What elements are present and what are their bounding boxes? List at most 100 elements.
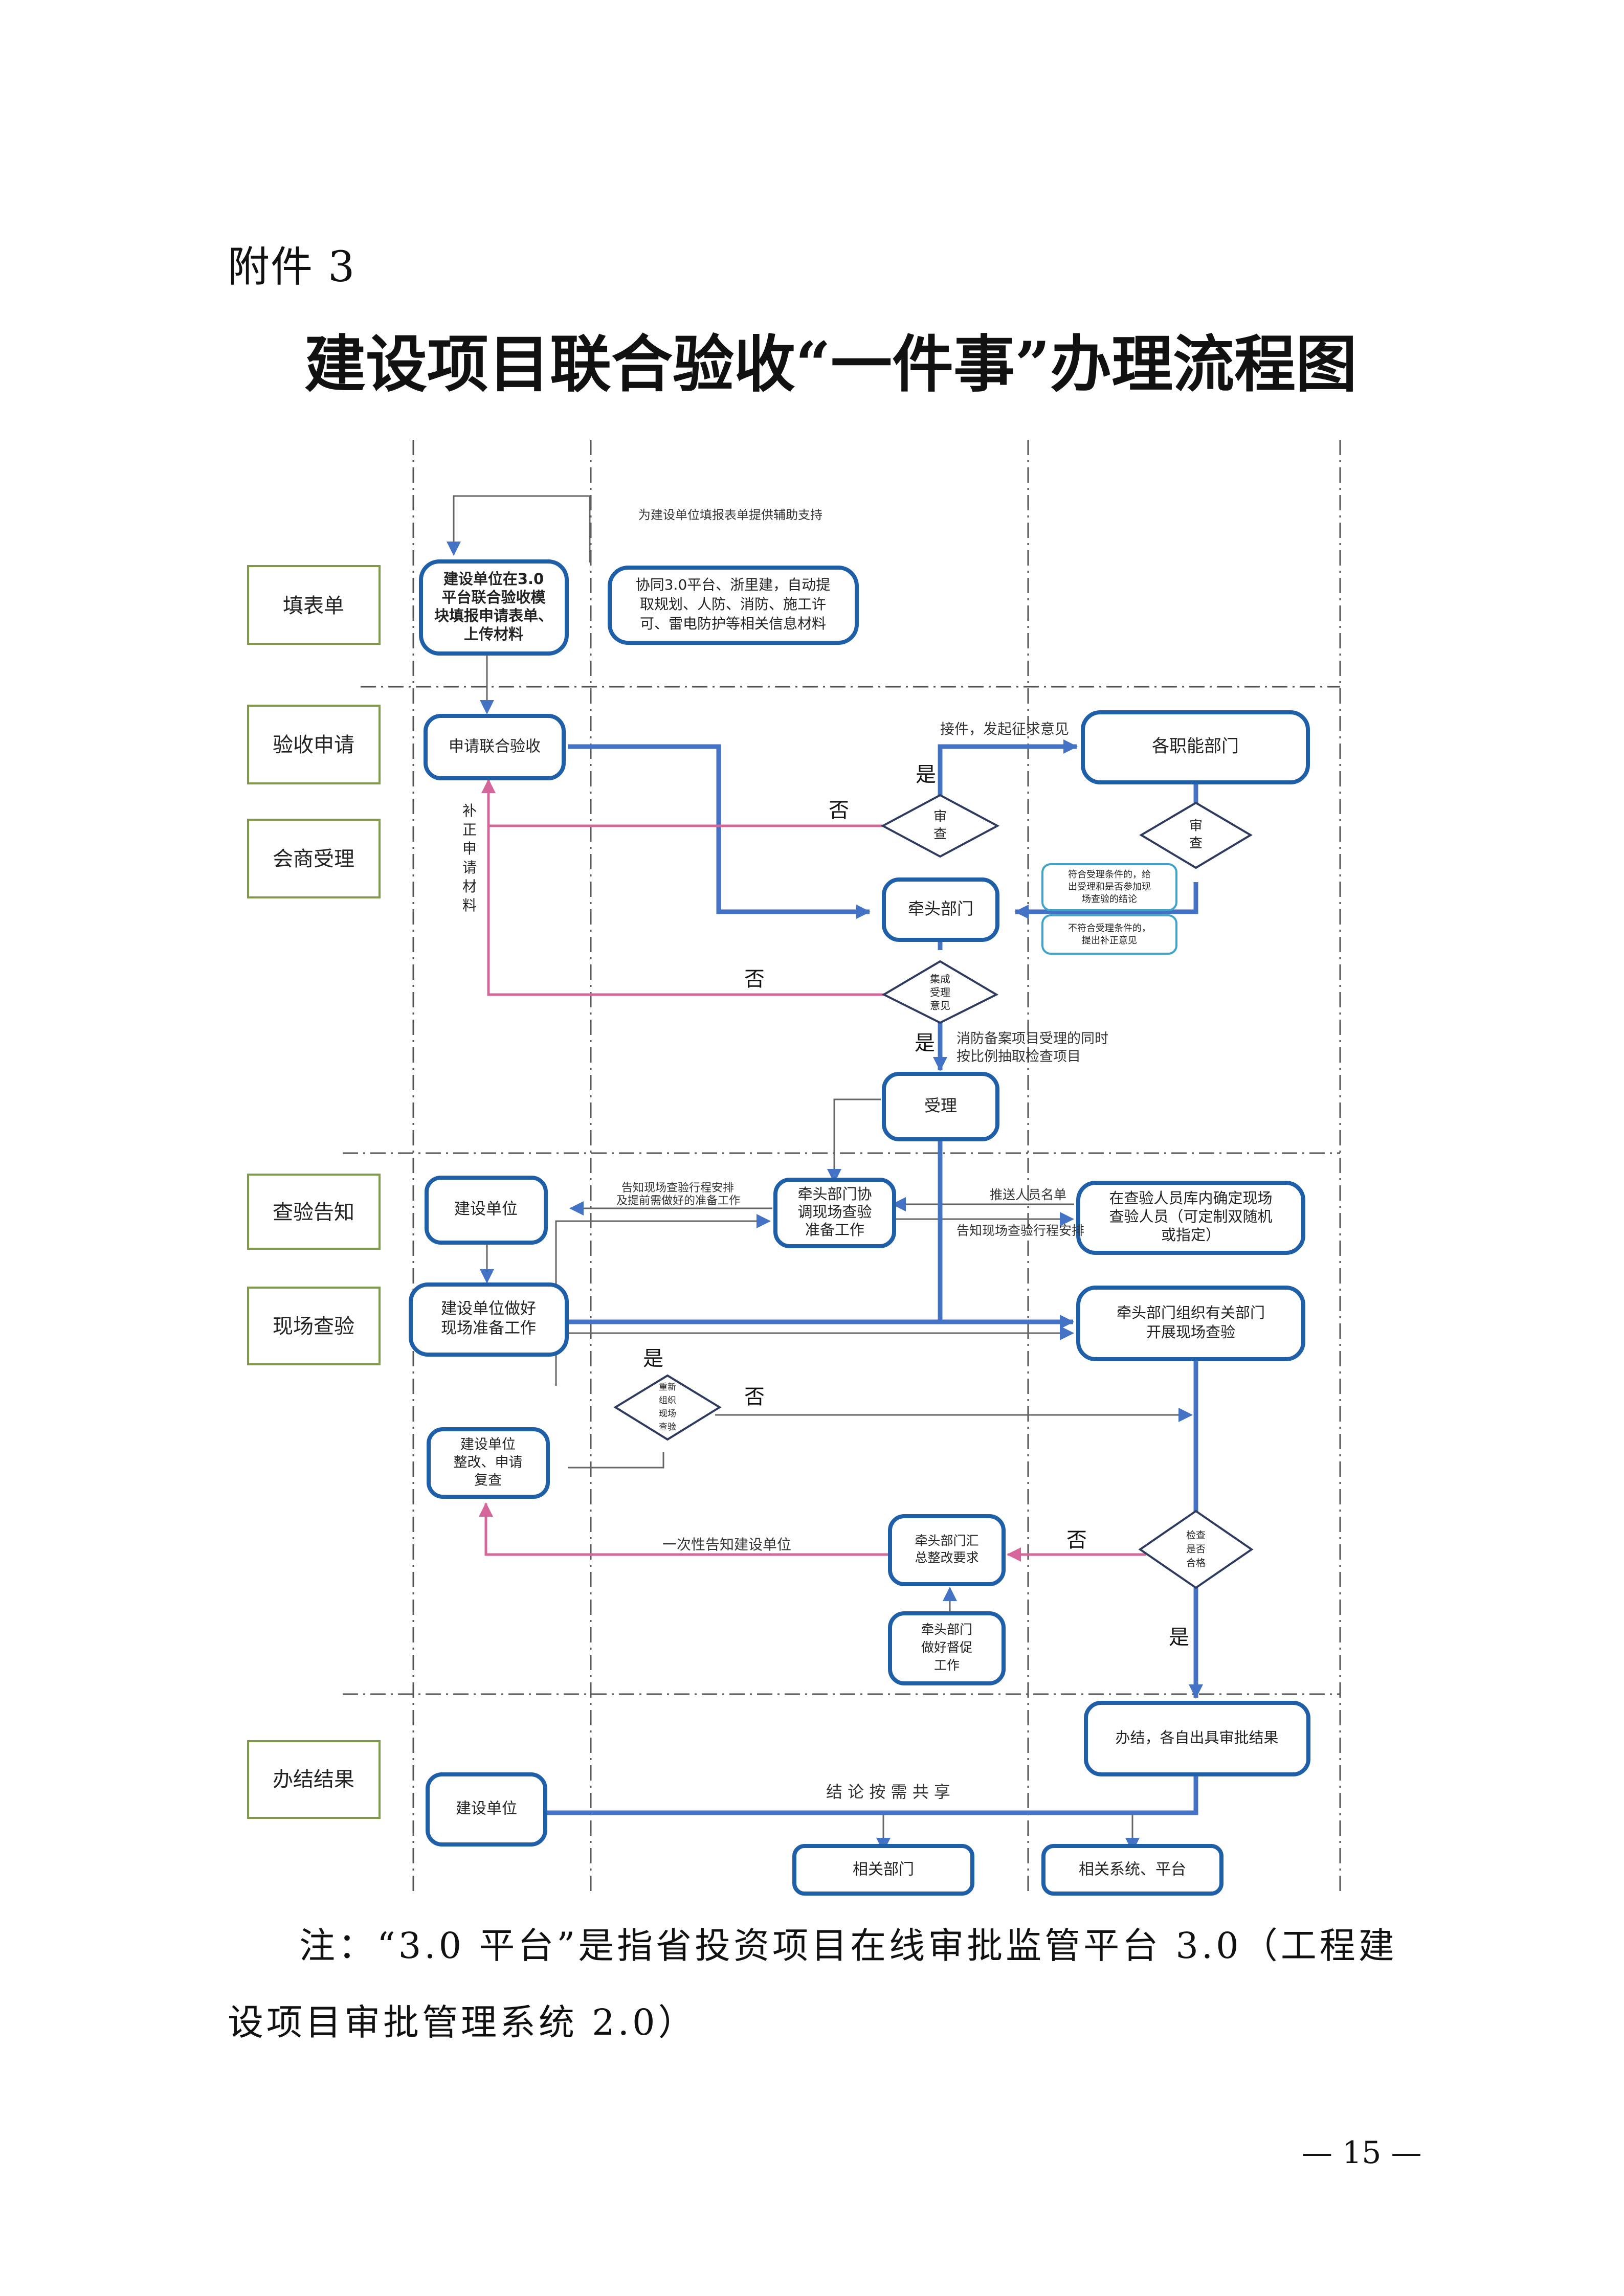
supplement-char: 正 (462, 821, 477, 838)
node-label-select-staff: 在查验人员库内确定现场 (1109, 1189, 1272, 1207)
node-label-check-pass: 检查 (1186, 1530, 1206, 1541)
node-label-check-pass: 合格 (1186, 1558, 1206, 1569)
node-label-apply: 申请联合验收 (449, 738, 541, 756)
process-boxes (409, 559, 1310, 1896)
node-site-inspect (1076, 1286, 1305, 1361)
node-label-reorganize: 现场 (659, 1409, 676, 1419)
supplement-char: 请 (462, 859, 477, 876)
node-label-related-dept: 相关部门 (853, 1861, 914, 1879)
node-label-supervise: 做好督促 (921, 1640, 972, 1655)
node-label-note-ok: 出受理和是否参加现 (1068, 882, 1151, 892)
share-edge (480, 1772, 1198, 1820)
node-label-review2: 审 (1189, 819, 1203, 834)
lane-label: 填表单 (283, 594, 344, 618)
notify-prep-label: 及提前需做好的准备工作 (616, 1195, 740, 1207)
share-label: 结 论 按 需 共 享 (826, 1782, 950, 1802)
node-label-integrate: 受理 (930, 986, 950, 999)
node-label-review1: 审 (933, 809, 947, 825)
check-yes-label: 是 (1169, 1626, 1189, 1649)
node-label-fill-form: 上传材料 (464, 625, 523, 643)
node-label-supervise: 工作 (934, 1658, 960, 1673)
node-label-coord-prep: 牵头部门协 (797, 1185, 872, 1203)
node-select-staff (1076, 1181, 1305, 1255)
node-label-rectify: 整改、申请 (454, 1455, 523, 1471)
apply-to-lead-edge (568, 744, 871, 919)
main-flow (480, 739, 1203, 1820)
supplement-char: 申 (462, 840, 477, 857)
lane-apply: 验收申请 (247, 705, 381, 784)
note-boxes (1041, 863, 1177, 955)
one-time-notice-label: 一次性告知建设单位 (662, 1536, 791, 1553)
node-label-review2: 查 (1189, 836, 1203, 851)
reorganize-no-label: 否 (744, 1385, 765, 1409)
decision-diamonds (613, 794, 1254, 1589)
node-label-site-inspect: 牵头部门组织有关部门 (1117, 1304, 1265, 1321)
node-label-review1: 查 (933, 827, 947, 842)
fire-sampling-label: 按比例抽取检查项目 (956, 1049, 1081, 1065)
node-builder-final (426, 1772, 547, 1847)
node-label-auto-extract: 可、雷电防护等相关信息材料 (640, 615, 826, 632)
node-label-summarize: 牵头部门汇 (915, 1534, 978, 1548)
node-label-reorganize: 查验 (659, 1422, 676, 1432)
lane-label: 会商受理 (273, 847, 354, 871)
node-label-fill-form: 建设单位在3.0 (443, 570, 544, 588)
decision-integrate (881, 960, 999, 1024)
accept-to-coord-edge (827, 1098, 881, 1183)
assist-edge (447, 495, 591, 562)
review1-no-edge (481, 779, 885, 827)
node-lead-dept (882, 877, 999, 942)
node-builder-notice (425, 1176, 548, 1245)
node-departments (1081, 710, 1310, 784)
lane-dividers (343, 440, 1341, 1892)
node-label-check-pass: 是否 (1186, 1544, 1206, 1555)
node-label-select-staff: 查验人员（可定制双随机 (1109, 1208, 1272, 1225)
node-label-reorganize: 重新 (659, 1382, 676, 1392)
supplement-char: 料 (462, 897, 477, 914)
node-label-select-staff: 或指定） (1161, 1226, 1220, 1244)
node-label-summarize: 总整改要求 (915, 1550, 978, 1565)
node-conclude (1084, 1701, 1310, 1776)
review2-to-lead-edge (1014, 882, 1198, 919)
reorganize-yes-label: 是 (643, 1347, 663, 1370)
node-label-builder-prep: 现场准备工作 (441, 1319, 536, 1338)
node-label-reorganize: 组织 (659, 1395, 676, 1406)
edge-labels: 为建设单位填报表单提供辅助支持 接件，发起征求意见 是 否 否 是 消防备案项目… (462, 508, 1189, 1802)
node-label-note-fail: 提出补正意见 (1082, 935, 1137, 946)
push-list-label: 推送人员名单 (990, 1187, 1066, 1202)
node-auto-extract (608, 566, 859, 645)
node-label-builder-prep: 建设单位做好 (441, 1300, 536, 1318)
thin-connectors (447, 495, 1193, 1852)
note-fail-box (1041, 914, 1177, 955)
node-label-lead-dept: 牵头部门 (908, 899, 973, 918)
decision-review1 (880, 794, 1000, 858)
node-supervise (888, 1611, 1006, 1685)
notify-schedule-label: 告知现场查验行程安排 (956, 1223, 1084, 1238)
lane-site-inspection: 现场查验 (247, 1287, 381, 1365)
node-rectify (427, 1427, 550, 1499)
node-builder-prep (409, 1282, 569, 1357)
node-label-supervise: 牵头部门 (921, 1622, 972, 1637)
lane-label: 现场查验 (273, 1315, 354, 1338)
reject-flow (479, 779, 1146, 1562)
solicit-label: 接件，发起征求意见 (940, 721, 1069, 737)
node-related-dept (792, 1844, 974, 1896)
node-related-sys (1041, 1844, 1223, 1896)
node-label-note-fail: 不符合受理条件的， (1068, 923, 1151, 934)
node-label-related-sys: 相关系统、平台 (1079, 1861, 1186, 1879)
node-label-note-ok: 符合受理条件的，给 (1068, 869, 1151, 880)
fire-sampling-label: 消防备案项目受理的同时 (956, 1031, 1108, 1047)
node-label-rectify: 建设单位 (460, 1437, 516, 1453)
node-label-integrate: 意见 (930, 1000, 950, 1012)
node-label-rectify: 复查 (474, 1473, 502, 1489)
node-label-conclude: 办结，各自出具审批结果 (1115, 1729, 1278, 1746)
node-label-coord-prep: 准备工作 (805, 1221, 864, 1239)
node-label-integrate: 集成 (930, 973, 950, 985)
node-accept (882, 1072, 999, 1141)
decision-reorganize (613, 1374, 722, 1441)
integrate-no-label: 否 (744, 967, 765, 991)
integrate-yes-label: 是 (915, 1031, 935, 1055)
integrate-no-edge (487, 826, 885, 996)
one-time-notice-edge (479, 1502, 890, 1556)
